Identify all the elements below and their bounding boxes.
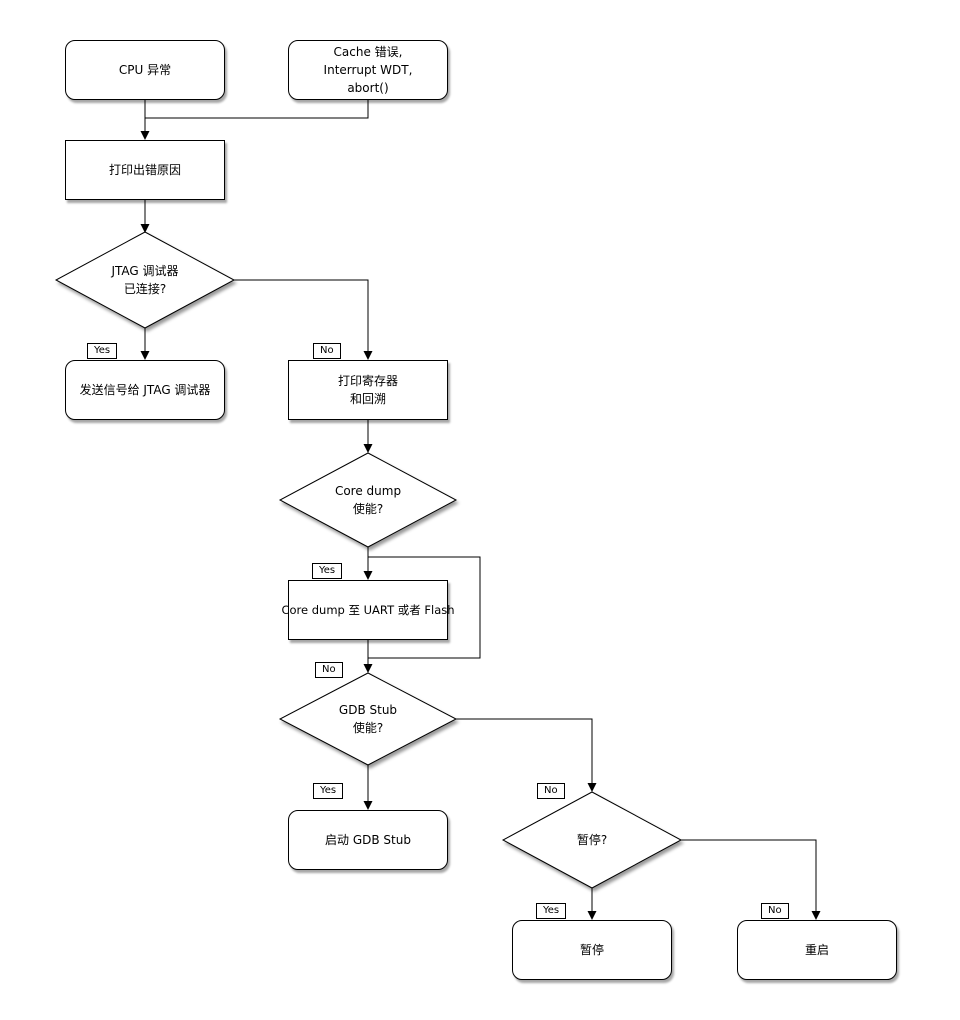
decision-gdb-stub-enabled-shape — [278, 672, 458, 766]
decision-halt-shape — [501, 791, 683, 889]
edge-label-yes-gdb: Yes — [313, 783, 344, 799]
edge-label-yes-jtag: Yes — [87, 343, 118, 359]
arrowhead — [363, 571, 373, 580]
edge-halt-no — [681, 839, 817, 912]
node-reboot: 重启 — [737, 920, 897, 980]
node-start-gdb-stub: 启动 GDB Stub — [288, 810, 448, 870]
edge-cache-to-print — [145, 100, 369, 119]
edge-label-no-halt: No — [761, 903, 789, 919]
edge-label-no-coredump: No — [315, 662, 343, 678]
arrowhead — [587, 911, 597, 920]
arrowhead — [363, 664, 373, 673]
arrowhead — [363, 444, 373, 453]
node-label-line: 打印寄存器 — [337, 374, 398, 388]
decision-coredump-enabled-shape — [278, 452, 458, 548]
node-label-line: Interrupt WDT, — [323, 63, 413, 77]
node-print-registers-backtrace: 打印寄存器 和回溯 — [288, 360, 448, 420]
node-cpu-exception: CPU 异常 — [65, 40, 225, 100]
node-label: 重启 — [804, 943, 829, 957]
arrowhead — [811, 911, 821, 920]
node-print-error-reason: 打印出错原因 — [65, 140, 225, 200]
node-label: Core dump 至 UART 或者 Flash — [281, 603, 455, 617]
edge-label-no-jtag: No — [313, 343, 341, 359]
edge-gdb-no — [456, 718, 593, 784]
edge-coredump-no-bypass — [368, 556, 481, 659]
edge-jtag-no — [234, 279, 369, 352]
node-send-signal-jtag: 发送信号给 JTAG 调试器 — [65, 360, 225, 420]
node-cache-error: Cache 错误, Interrupt WDT, abort() — [288, 40, 448, 100]
decision-diamonds — [54, 231, 683, 889]
edge-label-no-gdb: No — [537, 783, 565, 799]
node-label-line: Cache 错误, — [333, 45, 403, 59]
node-coredump-to-uart-flash: Core dump 至 UART 或者 Flash — [281, 580, 455, 640]
edge-label-yes-coredump: Yes — [312, 563, 343, 579]
decision-jtag-connected-shape — [54, 231, 236, 329]
arrowhead — [140, 131, 150, 140]
arrowheads — [140, 131, 821, 920]
node-label: CPU 异常 — [118, 63, 172, 77]
node-label: 发送信号给 JTAG 调试器 — [79, 383, 211, 397]
edge-label-yes-halt: Yes — [536, 903, 567, 919]
edges — [144, 100, 817, 912]
arrowhead — [140, 351, 150, 360]
arrowhead — [363, 801, 373, 810]
arrowhead — [587, 783, 597, 792]
arrowhead — [140, 224, 150, 233]
node-label-line: abort() — [347, 81, 389, 95]
node-label: 启动 GDB Stub — [325, 833, 411, 847]
node-halt: 暂停 — [512, 920, 672, 980]
arrowhead — [363, 351, 373, 360]
node-label: 暂停 — [579, 943, 604, 957]
node-label: 打印出错原因 — [108, 163, 181, 177]
node-label-line: 和回溯 — [349, 392, 386, 406]
